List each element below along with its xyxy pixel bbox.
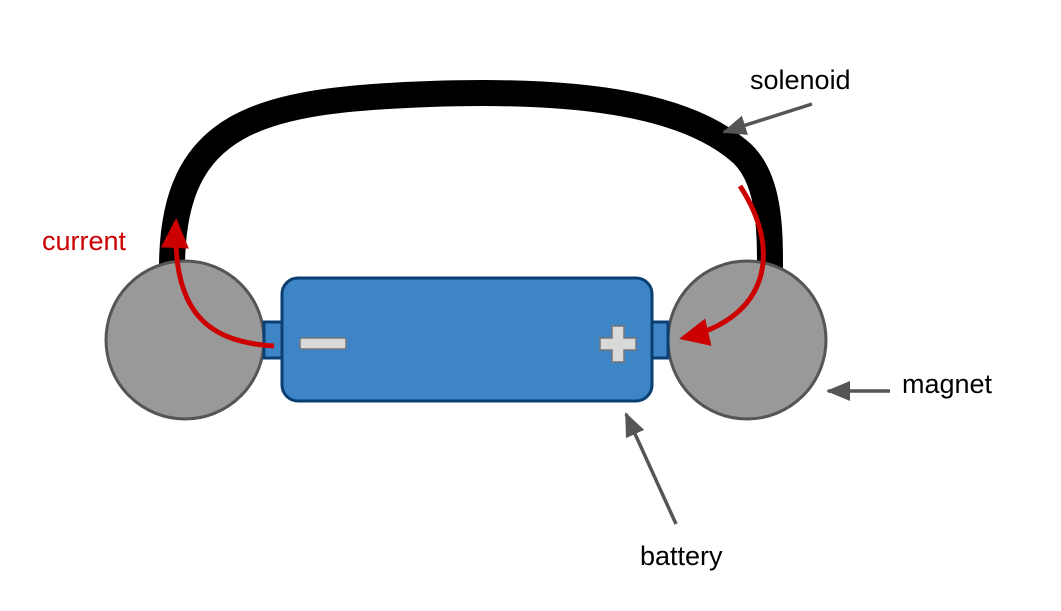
- minus-icon: [299, 337, 347, 350]
- solenoid-pointer-arrow: [722, 102, 813, 135]
- solenoid-wire: [159, 80, 783, 269]
- right-magnet: [666, 259, 828, 421]
- current-arrow-left: [160, 218, 275, 349]
- battery-label: battery: [640, 541, 723, 571]
- current-arrow-right: [679, 184, 766, 346]
- battery-pointer-arrow: [624, 412, 678, 525]
- battery: [262, 276, 670, 403]
- battery-body: [280, 276, 654, 403]
- plus-icon: [599, 325, 637, 363]
- magnet-label: magnet: [902, 369, 993, 399]
- solenoid-label: solenoid: [750, 65, 851, 95]
- current-label: current: [42, 226, 127, 256]
